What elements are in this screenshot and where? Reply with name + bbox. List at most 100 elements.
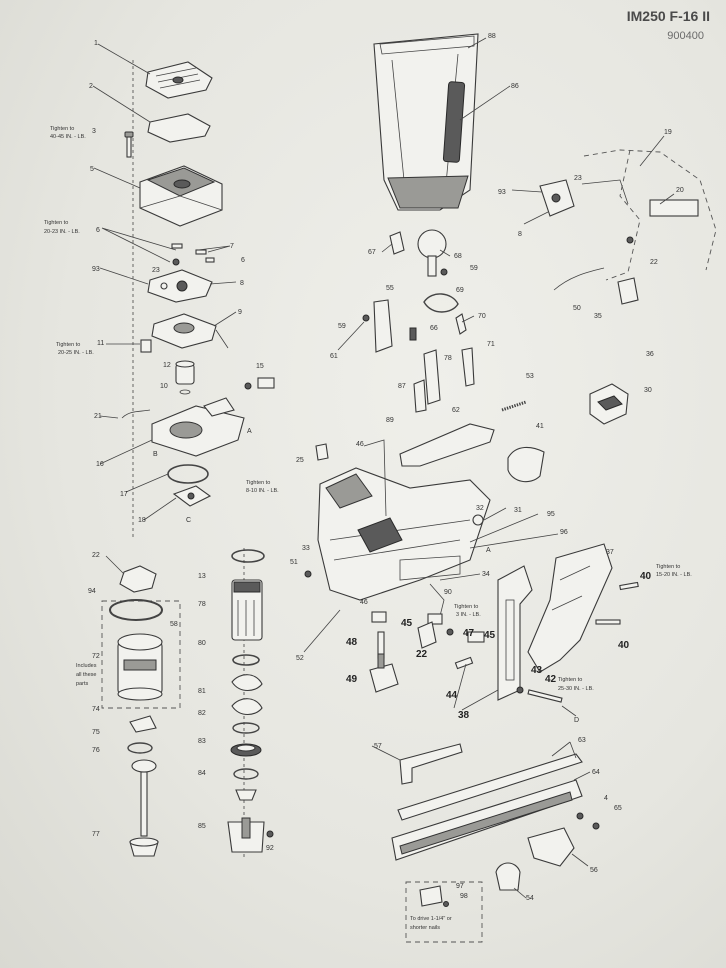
part-76-driver [131,759,157,837]
part-37-magazine-guide [527,543,613,673]
callout-2: 2 [89,83,93,90]
callout-8: 8 [240,280,244,287]
part-49-foot [369,653,399,693]
part-67-spring [389,231,405,255]
callout-C: C [186,517,191,524]
callout-38: 38 [458,710,470,721]
part-63-rail [397,753,583,821]
part-83-bearing [230,743,262,757]
note-11-line1: Tighten to [56,342,80,348]
part-12-sleeve [175,360,195,385]
part-32-washer [472,514,484,526]
part-22b-pin [626,236,634,244]
callout-A: A [247,428,252,435]
part-4-screw [576,812,584,820]
note-90-line2: 3 IN. - LB. [456,612,481,618]
callout-42: 42 [545,674,557,685]
callout-95: 95 [547,511,555,518]
callout-50: 50 [573,305,581,312]
note-42-line1: Tighten to [558,677,582,683]
note-3-line1: Tighten to [50,126,74,132]
part-20-circuit [649,199,699,217]
callout-69: 69 [456,287,464,294]
callout-93: 93 [92,266,100,273]
part-45-blocks [371,611,485,643]
callout-85: 85 [198,823,206,830]
callout-97: 97 [456,883,464,890]
callout-47: 47 [463,628,475,639]
callout-78-b: 78 [444,355,452,362]
part-2-gasket [147,113,211,143]
callout-18: 18 [138,517,146,524]
note-72-line2: all these [76,672,97,678]
part-25-screw [315,443,329,461]
part-6-7-pins [171,243,215,266]
callout-70: 70 [478,313,486,320]
part-46-main-housing [317,467,491,601]
note-42-line2: 25-30 IN. - LB. [558,686,594,692]
part-56-pusher [527,827,575,867]
part-10-o-ring [179,389,191,395]
callout-53: 53 [526,373,534,380]
part-78b-arm [423,349,441,405]
note-97-line1: To drive 1-1/4" or [410,916,452,922]
callout-83: 83 [198,738,206,745]
callout-34: 34 [482,571,490,578]
callout-77: 77 [92,831,100,838]
callout-10: 10 [160,383,168,390]
part-71-arm [461,347,475,387]
callout-87: 87 [398,383,406,390]
part-78-cylinder [231,579,263,641]
part-84b-cap [235,789,257,801]
part-92-screw [266,830,274,838]
callout-8-b: 8 [518,231,522,238]
callout-D: D [574,717,579,724]
callout-23-b: 23 [574,175,582,182]
callout-68: 68 [454,253,462,260]
callout-5: 5 [90,166,94,173]
callout-76: 76 [92,747,100,754]
callout-80: 80 [198,640,206,647]
callout-25: 25 [296,457,304,464]
part-88-housing [373,33,479,211]
part-16-housing-base [151,397,245,457]
leader-lines [92,37,675,899]
note-40-line2: 15-20 IN. - LB. [656,572,692,578]
model-title: IM250 F-16 II [626,8,710,24]
callout-88: 88 [488,33,496,40]
callout-B: B [153,451,158,458]
callout-67: 67 [368,249,376,256]
callout-22: 22 [92,552,100,559]
callout-21: 21 [94,413,102,420]
callout-52: 52 [296,655,304,662]
callout-54: 54 [526,895,534,902]
part-51-screw [304,570,312,578]
callout-63: 63 [578,737,586,744]
callout-46: 46 [356,441,364,448]
part-19-cable [583,149,717,281]
part-69-ring [423,293,459,313]
part-42-screw [516,686,563,703]
callout-A-2: A [486,547,491,554]
callout-58: 58 [170,621,178,628]
callout-86: 86 [511,83,519,90]
part-53-spring [501,400,527,412]
callout-15: 15 [256,363,264,370]
note-97-line2: shorter nails [410,925,440,931]
part-72-cylinder-assembly [117,633,163,701]
callout-71: 71 [487,341,495,348]
note-90-line1: Tighten to [454,604,478,610]
part-11-fitting [140,339,152,353]
part-47-screw [446,628,454,636]
callout-7: 7 [230,243,234,250]
callout-12: 12 [163,362,171,369]
part-97-box [405,881,483,943]
callout-23: 23 [152,267,160,274]
part-77-bumper [129,837,159,857]
callout-13: 13 [198,573,206,580]
part-84-ring [233,768,259,780]
part-22-ring [119,565,157,593]
callout-81: 81 [198,688,206,695]
note-72-line3: parts [76,681,88,687]
